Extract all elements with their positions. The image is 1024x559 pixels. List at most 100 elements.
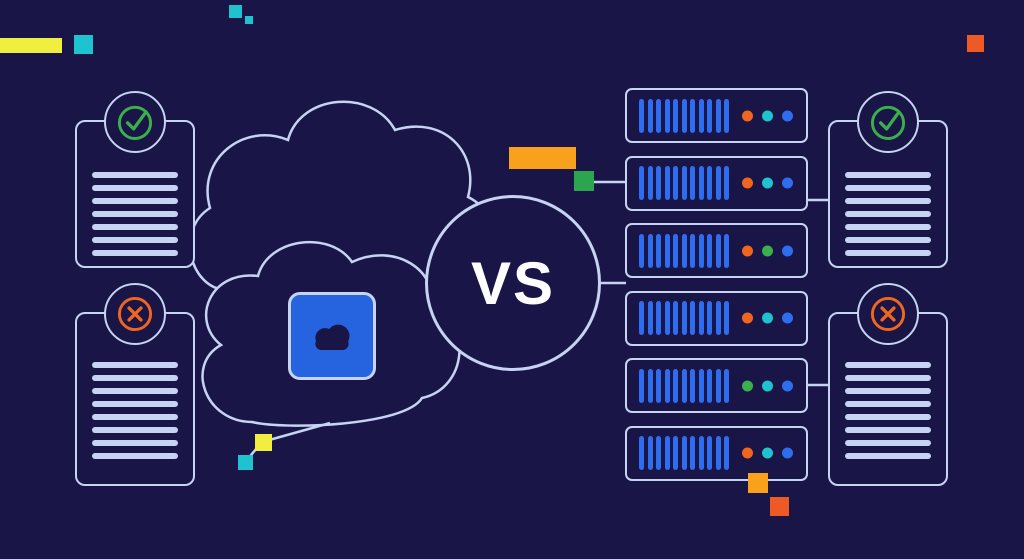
led-indicator	[782, 245, 793, 256]
led-indicator	[742, 245, 753, 256]
text-line	[92, 414, 178, 420]
vent-bar	[673, 166, 678, 200]
vent-bar	[690, 166, 695, 200]
text-line	[92, 388, 178, 394]
vent-bar	[664, 368, 670, 403]
text-line	[845, 224, 931, 230]
vent-bar	[673, 98, 678, 133]
vent-bar	[724, 368, 729, 403]
vent-bar	[664, 436, 670, 470]
text-line	[92, 185, 178, 191]
vent-bar	[681, 233, 687, 268]
text-line	[92, 427, 178, 433]
document-card-right-top	[828, 91, 948, 268]
vent-bar	[715, 98, 721, 133]
text-lines	[830, 362, 946, 459]
vent-bar	[673, 233, 678, 268]
vent-bar	[664, 233, 670, 268]
vent-bar	[639, 98, 644, 133]
led-indicator	[782, 177, 793, 189]
server-unit	[625, 425, 808, 481]
text-line	[845, 427, 931, 433]
vent-bar	[715, 166, 721, 200]
vent-bar	[639, 368, 644, 403]
text-line	[92, 401, 178, 407]
text-line	[92, 440, 178, 446]
server-vent-bars	[639, 233, 729, 268]
cross-badge	[857, 283, 919, 345]
vent-bar	[664, 98, 670, 133]
led-indicator	[762, 380, 773, 391]
status-leds	[742, 177, 793, 189]
led-indicator	[742, 447, 753, 459]
vent-bar	[664, 301, 670, 335]
status-leds	[742, 110, 793, 121]
vent-bar	[647, 98, 653, 133]
text-line	[92, 211, 178, 217]
text-line	[92, 250, 178, 256]
led-indicator	[762, 110, 773, 121]
server-unit	[625, 358, 808, 413]
server-unit	[625, 290, 808, 346]
vent-bar	[698, 98, 704, 133]
vent-bar	[724, 301, 729, 335]
led-indicator	[762, 312, 773, 324]
text-lines	[830, 172, 946, 256]
server-vent-bars	[639, 166, 729, 200]
status-leds	[742, 245, 793, 256]
check-badge	[857, 91, 919, 153]
text-line	[845, 250, 931, 256]
cloud-icon	[315, 324, 350, 350]
server-vent-bars	[639, 436, 729, 470]
led-indicator	[742, 380, 753, 391]
status-leds	[742, 380, 793, 391]
led-indicator	[782, 380, 793, 391]
text-line	[92, 172, 178, 178]
vent-bar	[707, 301, 712, 335]
vent-bar	[681, 436, 687, 470]
led-indicator	[782, 110, 793, 121]
vent-bar	[724, 166, 729, 200]
vent-bar	[647, 368, 653, 403]
vent-bar	[647, 301, 653, 335]
led-indicator	[762, 245, 773, 256]
check-badge	[104, 91, 166, 153]
vent-bar	[715, 301, 721, 335]
led-indicator	[762, 447, 773, 459]
led-indicator	[782, 447, 793, 459]
vent-bar	[690, 233, 695, 268]
led-indicator	[742, 110, 753, 121]
cloud-app-tile	[288, 292, 376, 380]
text-line	[845, 185, 931, 191]
document-card-left-top	[75, 91, 195, 268]
text-line	[845, 401, 931, 407]
server-rack	[625, 88, 808, 481]
vent-bar	[681, 98, 687, 133]
vent-bar	[707, 436, 712, 470]
status-leds	[742, 312, 793, 324]
status-leds	[742, 447, 793, 459]
vent-bar	[656, 368, 661, 403]
text-line	[92, 198, 178, 204]
vent-bar	[673, 436, 678, 470]
vent-bar	[690, 301, 695, 335]
text-line	[845, 362, 931, 368]
led-indicator	[742, 312, 753, 324]
text-line	[92, 453, 178, 459]
vs-label: VS	[470, 249, 556, 317]
vent-bar	[639, 233, 644, 268]
vent-bar	[690, 98, 695, 133]
vent-bar	[681, 368, 687, 403]
vent-bar	[724, 98, 729, 133]
server-unit	[625, 155, 808, 211]
vent-bar	[698, 301, 704, 335]
vent-bar	[724, 233, 729, 268]
text-lines	[77, 172, 193, 256]
vent-bar	[647, 233, 653, 268]
cross-badge	[104, 283, 166, 345]
vent-bar	[707, 98, 712, 133]
vent-bar	[715, 233, 721, 268]
vent-bar	[707, 233, 712, 268]
server-vent-bars	[639, 98, 729, 133]
